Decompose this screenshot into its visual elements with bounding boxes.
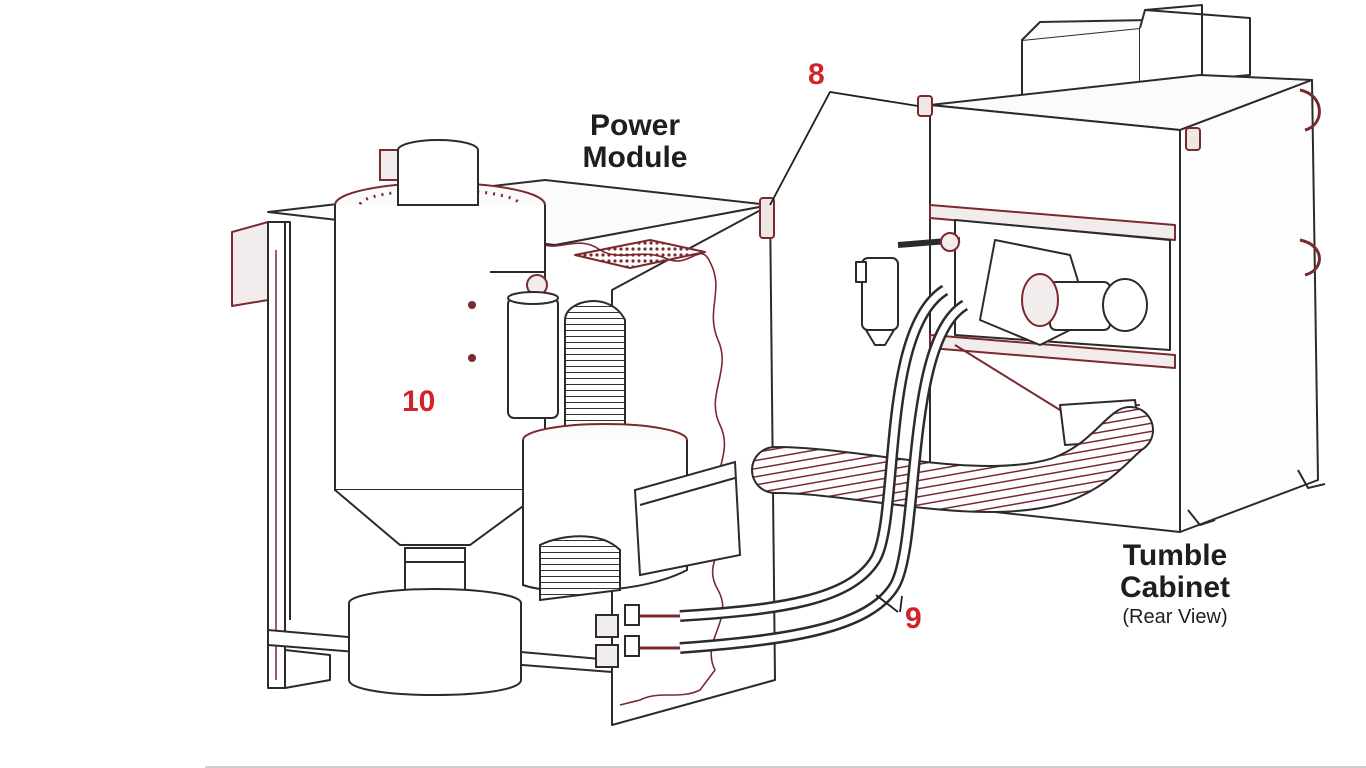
- label-tumble-cabinet: Tumble Cabinet (Rear View): [1080, 540, 1270, 628]
- air-lines: [679, 284, 969, 654]
- leader-9a: [875, 594, 899, 613]
- label-tumble-line2: Cabinet: [1119, 570, 1230, 604]
- tumble-cabinet: [855, 4, 1326, 533]
- label-power-module: Power Module: [582, 109, 688, 174]
- leader-9b: [899, 595, 903, 613]
- leader-lines: [769, 91, 919, 613]
- bottom-divider: [205, 766, 1366, 768]
- leader-8: [769, 91, 919, 206]
- label-rear-view: (Rear View): [1122, 606, 1228, 628]
- filter-assembly: [490, 271, 742, 668]
- cyclone-separator: [334, 139, 546, 696]
- callout-9: 9: [905, 602, 922, 635]
- power-module: [231, 179, 776, 726]
- label-tumble-line1: Tumble: [1122, 539, 1228, 572]
- callout-8: 8: [808, 58, 825, 91]
- callout-10: 10: [402, 385, 436, 418]
- exhaust-hose: [751, 406, 1154, 513]
